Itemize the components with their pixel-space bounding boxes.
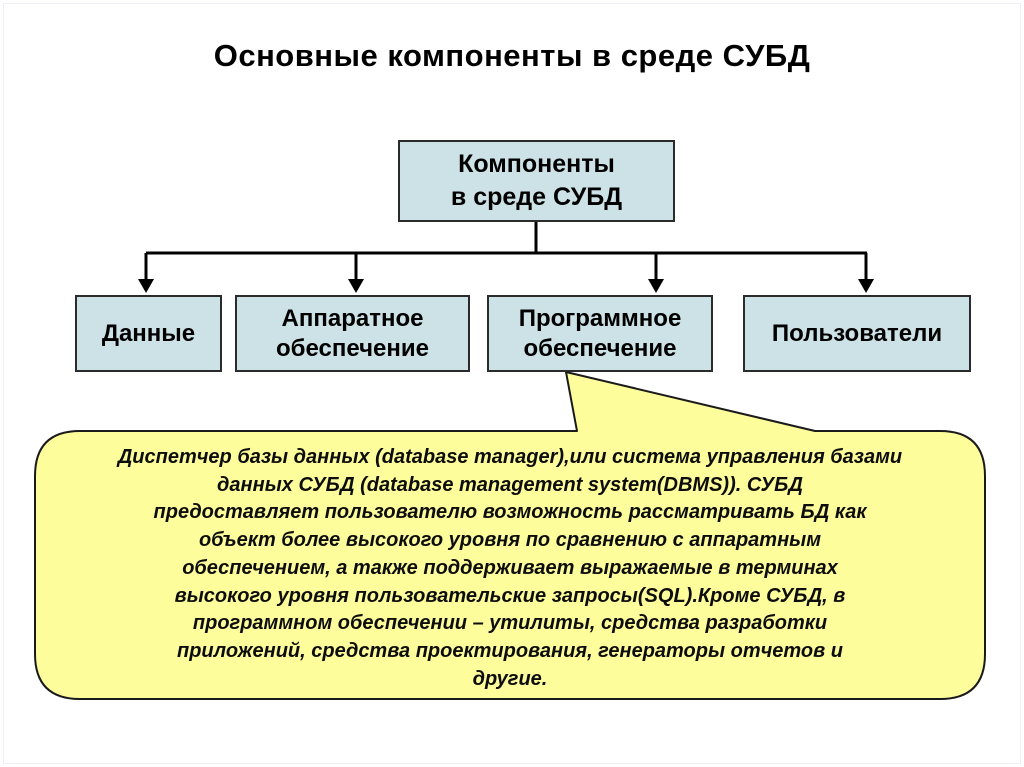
- arrowhead-down-icon: [648, 279, 664, 293]
- node-hardware: Аппаратное обеспечение: [235, 295, 470, 372]
- callout-bubble: [34, 371, 986, 700]
- callout-text: Диспетчер базы данных (database manager)…: [117, 446, 903, 690]
- node-users: Пользователи: [743, 295, 971, 372]
- arrowhead-down-icon: [138, 279, 154, 293]
- node-components-root: Компоненты в среде СУБД: [398, 140, 675, 222]
- connector-lines: [144, 222, 868, 281]
- arrowhead-down-icon: [348, 279, 364, 293]
- node-software: Программное обеспечение: [487, 295, 713, 372]
- arrowhead-down-icon: [858, 279, 874, 293]
- slide-title: Основные компоненты в среде СУБД: [213, 38, 811, 73]
- node-data: Данные: [75, 295, 222, 372]
